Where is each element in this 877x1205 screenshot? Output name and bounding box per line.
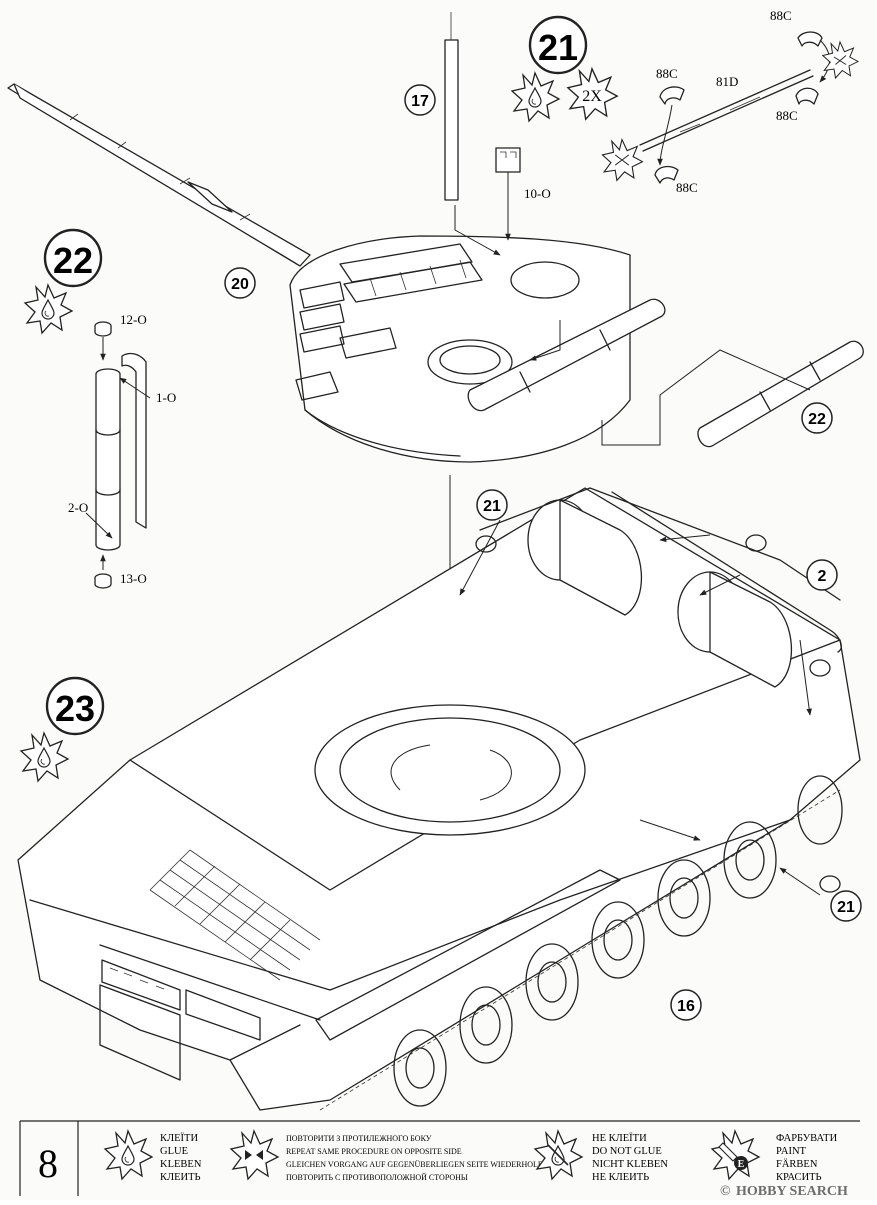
svg-text:20: 20 — [231, 276, 249, 293]
callout-21: 21 — [476, 489, 508, 521]
svg-text:KLEBEN: KLEBEN — [160, 1159, 202, 1170]
svg-text:КЛЕЇТИ: КЛЕЇТИ — [160, 1132, 198, 1144]
repeat-2x-icon: 2X — [567, 68, 618, 120]
callout-2: 2 — [806, 559, 838, 591]
svg-text:2X: 2X — [582, 88, 602, 105]
svg-text:2: 2 — [818, 568, 827, 585]
svg-text:PAINT: PAINT — [776, 1146, 807, 1157]
svg-text:22: 22 — [53, 240, 93, 281]
glue-drop-icon — [104, 1130, 153, 1180]
svg-text:FÄRBEN: FÄRBEN — [776, 1158, 818, 1170]
svg-text:GLEICHEN VORGANG AUF GEGENÜBER: GLEICHEN VORGANG AUF GEGENÜBERLIEGEN SEI… — [286, 1160, 549, 1169]
svg-text:21: 21 — [538, 27, 578, 68]
part-label-13-o: 13-O — [120, 571, 147, 586]
step-21-badge: 21 — [528, 15, 588, 75]
svg-text:NICHT KLEBEN: NICHT KLEBEN — [592, 1159, 668, 1170]
part-label-81d: 81D — [716, 74, 738, 89]
step-23-badge: 23 — [45, 676, 105, 736]
callout-21: 21 — [830, 890, 862, 922]
svg-text:REPEAT SAME PROCEDURE ON OPPOS: REPEAT SAME PROCEDURE ON OPPOSITE SIDE — [286, 1147, 462, 1156]
svg-text:DO NOT GLUE: DO NOT GLUE — [592, 1146, 662, 1157]
svg-text:ПОВТОРИТЬ С ПРОТИВОПОЛОЖНОЙ СТ: ПОВТОРИТЬ С ПРОТИВОПОЛОЖНОЙ СТОРОНЫ — [286, 1173, 468, 1182]
glue-drop-icon — [20, 732, 69, 782]
step-22-badge: 22 — [43, 228, 103, 288]
part-label-10-o: 10-O — [524, 186, 551, 201]
repeat-arrows-icon — [230, 1130, 279, 1180]
svg-text:22: 22 — [808, 411, 826, 428]
svg-text:КРАСИТЬ: КРАСИТЬ — [776, 1172, 822, 1183]
hull-assembly — [17, 487, 861, 1111]
glue-drop-icon — [511, 72, 560, 122]
svg-text:GLUE: GLUE — [160, 1146, 188, 1157]
svg-text:КЛЕИТЬ: КЛЕИТЬ — [160, 1172, 201, 1183]
watermark: © HOBBY SEARCH — [720, 1184, 848, 1199]
part-label-88c: 88C — [676, 180, 698, 195]
callout-17: 17 — [404, 84, 436, 116]
svg-text:HOBBY SEARCH: HOBBY SEARCH — [736, 1184, 848, 1199]
svg-text:E: E — [738, 1159, 745, 1170]
callout-16: 16 — [670, 989, 702, 1021]
svg-text:НЕ КЛЕИТЬ: НЕ КЛЕИТЬ — [592, 1172, 649, 1183]
part-label-1-o: 1-O — [156, 390, 176, 405]
svg-text:21: 21 — [483, 498, 501, 515]
callout-20: 20 — [224, 267, 256, 299]
part-label-2-o: 2-O — [68, 500, 88, 515]
svg-text:21: 21 — [837, 899, 855, 916]
part-label-88c: 88C — [656, 66, 678, 81]
no-glue-icon — [534, 1130, 583, 1180]
svg-text:ПОВТОРИТИ З ПРОТИЛЕЖНОГО БОКУ: ПОВТОРИТИ З ПРОТИЛЕЖНОГО БОКУ — [286, 1134, 432, 1143]
svg-text:©: © — [720, 1184, 731, 1199]
callout-22: 22 — [801, 402, 833, 434]
part-label-88c: 88C — [776, 108, 798, 123]
handle-subassembly: 88C 88C 81D 88C 88C — [601, 8, 859, 195]
turret-assembly — [7, 12, 864, 781]
legend-footer: 8 КЛЕЇТИ GLUE KLEBEN КЛЕИТЬ ПОВТОРИТИ З … — [19, 1120, 860, 1199]
glue-drop-icon — [24, 284, 73, 334]
svg-text:НЕ КЛЕЇТИ: НЕ КЛЕЇТИ — [592, 1132, 647, 1144]
part-label-88c: 88C — [770, 8, 792, 23]
svg-text:ФАРБУВАТИ: ФАРБУВАТИ — [776, 1133, 838, 1144]
paint-brush-icon: E — [711, 1130, 760, 1180]
fuel-drum-subassembly: 12-O 1-O 2-O 13-O — [68, 312, 176, 589]
part-label-12-o: 12-O — [120, 312, 147, 327]
svg-text:23: 23 — [55, 688, 95, 729]
svg-text:17: 17 — [411, 93, 429, 110]
svg-text:16: 16 — [677, 998, 695, 1015]
page-number: 8 — [38, 1141, 58, 1186]
